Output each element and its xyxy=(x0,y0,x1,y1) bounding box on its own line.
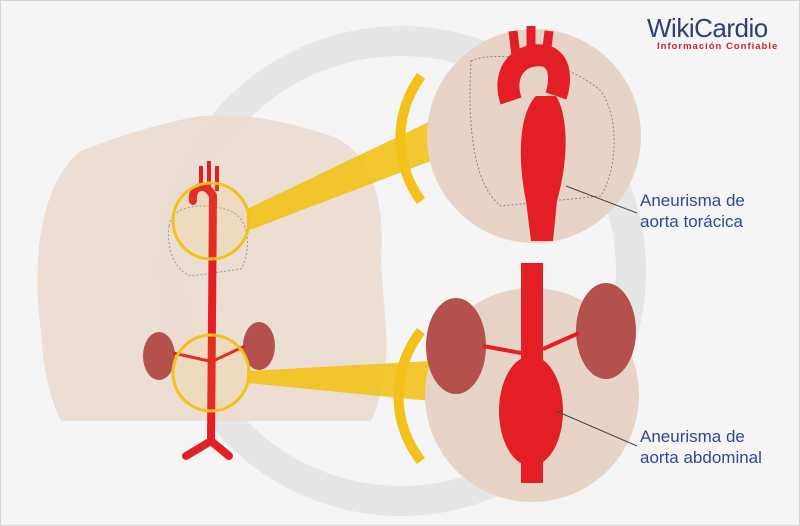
highlight-circle-abdominal xyxy=(171,333,251,413)
kidney-right-small xyxy=(243,322,275,370)
callout-cone-top xyxy=(247,121,431,231)
callout-cone-bottom xyxy=(247,361,431,401)
pointer-thoracic xyxy=(565,185,638,214)
label-line: aorta torácica xyxy=(640,212,743,231)
label-line: Aneurisma de xyxy=(640,427,745,446)
callout-arc-bottom xyxy=(393,327,425,465)
label-line: aorta abdominal xyxy=(640,448,762,467)
logo-name: WikiCardio xyxy=(647,13,768,43)
highlight-circle-thoracic xyxy=(171,181,251,261)
thoracic-aneurysm xyxy=(520,96,566,241)
logo-tagline: Información Confiable xyxy=(657,41,779,52)
kidney-left-large xyxy=(426,298,486,394)
callout-arc-top xyxy=(395,73,426,204)
abdominal-aneurysm xyxy=(499,356,563,466)
pointer-abdominal xyxy=(555,410,638,447)
kidney-right-large xyxy=(576,283,636,379)
label-line: Aneurisma de xyxy=(640,191,745,210)
label-abdominal-aneurysm: Aneurisma de aorta abdominal xyxy=(640,426,762,468)
wikicardio-logo: WikiCardio Información Confiable xyxy=(647,15,778,52)
label-thoracic-aneurysm: Aneurisma de aorta torácica xyxy=(640,190,745,232)
kidney-left-small xyxy=(143,332,175,380)
